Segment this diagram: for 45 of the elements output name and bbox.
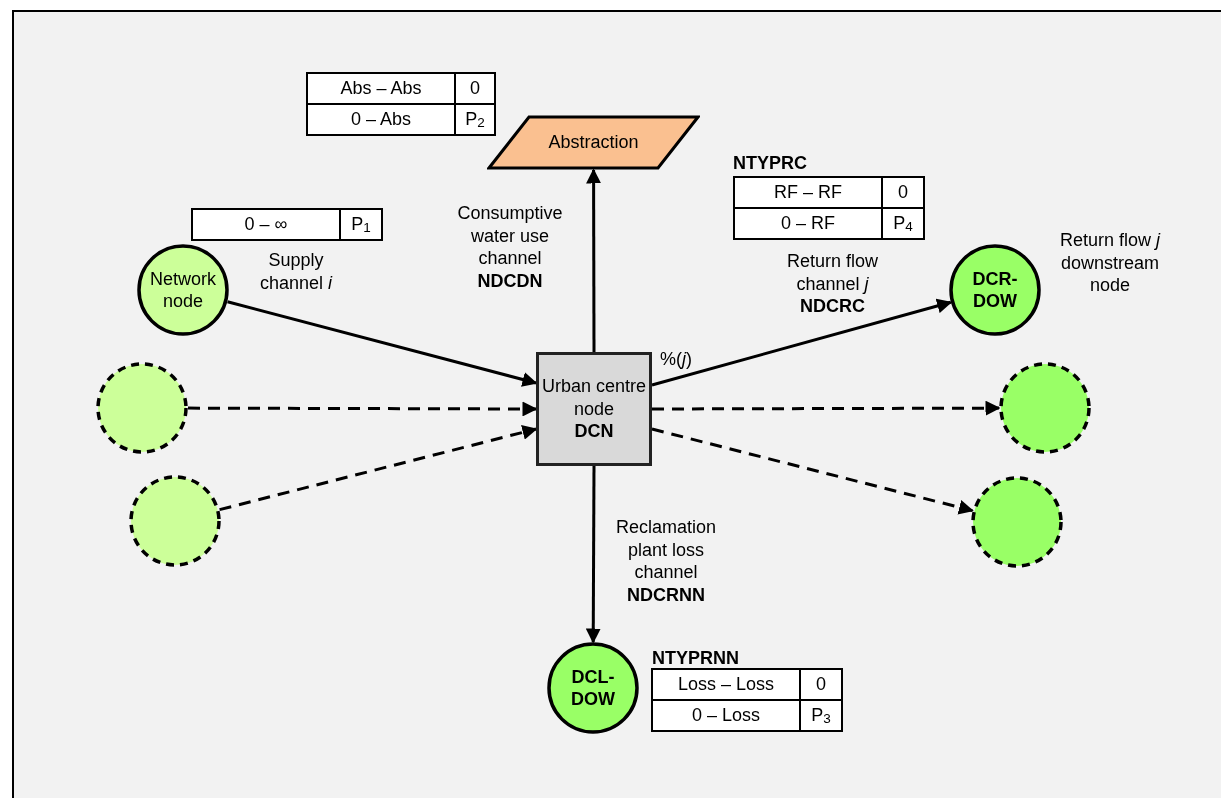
table-cell-text: Loss – Loss <box>676 673 776 696</box>
table-cell-text: Abs – Abs <box>339 77 423 100</box>
table-cell: 0 <box>799 670 841 699</box>
arrow <box>652 400 1001 416</box>
node-text: Abstraction <box>548 131 639 154</box>
node-circle <box>949 244 1041 336</box>
node-circle <box>547 642 639 734</box>
table-cell-text: 0 – RF <box>780 212 836 235</box>
arrow <box>585 466 601 644</box>
edge-label: Return flow channel j NDCRC <box>785 250 879 318</box>
table-cell-text: 0 – Abs <box>349 108 412 131</box>
node-circle <box>129 475 221 567</box>
node-circle <box>971 476 1063 568</box>
node-text: DCN <box>574 420 614 443</box>
table-cell-text: RF – RF <box>773 181 843 204</box>
parallelogram-node <box>487 115 700 170</box>
percentage-label: %(j) <box>660 348 692 371</box>
node-circle <box>999 362 1091 454</box>
table-heading: NTYPRNN <box>652 647 739 670</box>
table-cell-text: 0 – Loss <box>690 704 761 727</box>
node-text: Urban centre node <box>540 375 648 421</box>
node-circle <box>96 362 188 454</box>
node-text: DCR-DOW <box>971 267 1019 313</box>
table-cell: P$_{3}$ <box>799 701 841 730</box>
table-cell-text: 0 – ∞ <box>243 213 289 236</box>
arrow <box>651 298 953 387</box>
arrow <box>188 401 538 417</box>
edge-label: Reclamation plant loss channel NDCRNN <box>614 516 717 606</box>
arrow <box>651 427 974 515</box>
table-cell: P$_{2}$ <box>454 105 494 134</box>
arrow <box>586 168 602 352</box>
node-circle <box>137 244 229 336</box>
table-cell: P$_{4}$ <box>881 209 923 238</box>
arrow <box>219 425 538 512</box>
table-cell: 0 <box>881 178 923 207</box>
table-cell: P$_{1}$ <box>339 210 381 239</box>
node-caption: Return flow j downstream node <box>1058 229 1162 297</box>
table-heading: NTYPRC <box>733 152 807 175</box>
edge-label: Consumptive water use channel NDCDN <box>456 202 564 292</box>
node-text: Network node <box>150 267 216 313</box>
process-box <box>536 352 652 466</box>
table-cell: 0 <box>454 74 494 103</box>
node-text: DCL-DOW <box>570 665 616 711</box>
edge-label: Supply channel i <box>258 249 334 294</box>
arrow <box>227 300 538 387</box>
